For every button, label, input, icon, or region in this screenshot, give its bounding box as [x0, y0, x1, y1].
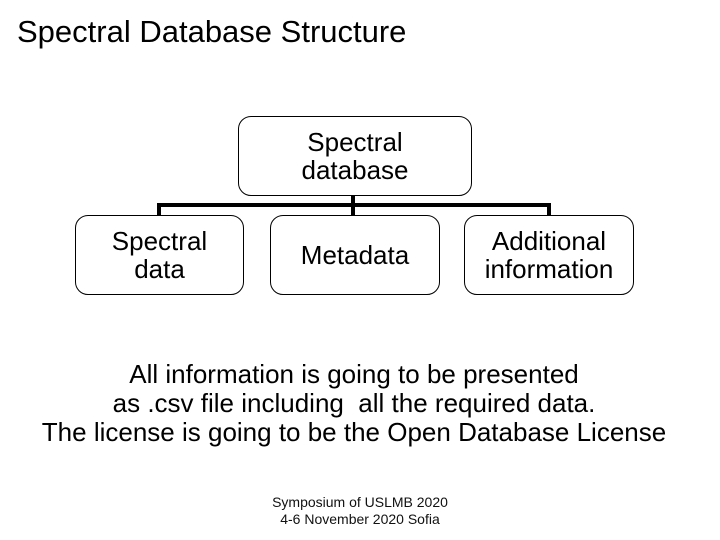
page-title: Spectral Database Structure — [17, 14, 407, 49]
connector-left-stub — [157, 203, 161, 215]
body-line: All information is going to be presented — [129, 359, 579, 389]
footer-line: Symposium of USLMB 2020 — [272, 494, 448, 510]
node-metadata: Metadata — [270, 215, 440, 295]
node-label: Spectral database — [301, 127, 409, 185]
body-paragraph: All information is going to be presented… — [0, 360, 708, 447]
node-label: Metadata — [300, 240, 410, 270]
body-line: The license is going to be the Open Data… — [41, 417, 667, 447]
node-spectral-database: Spectral database — [238, 116, 472, 196]
connector-horizontal — [157, 203, 551, 207]
node-label: Spectral data — [111, 226, 208, 284]
node-label: Additional information — [484, 226, 614, 284]
slide-footer: Symposium of USLMB 2020 4-6 November 202… — [0, 494, 720, 528]
node-spectral-data: Spectral data — [75, 215, 244, 295]
footer-line: 4-6 November 2020 Sofia — [280, 511, 440, 527]
node-additional-information: Additional information — [464, 215, 634, 295]
connector-right-stub — [547, 203, 551, 215]
body-line: as .csv file including all the required … — [112, 388, 596, 418]
